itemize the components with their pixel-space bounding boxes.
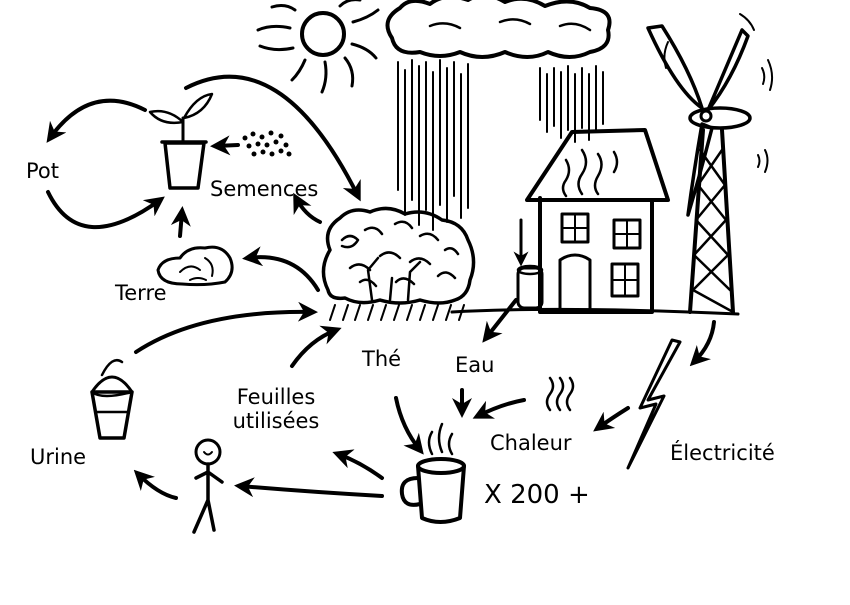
arrow-feuilles-to-bush <box>290 325 342 368</box>
label-pot: Pot <box>26 159 59 183</box>
arrow-pot-left <box>46 98 147 143</box>
label-eau: Eau <box>455 353 495 377</box>
arrow-house-to-eau <box>482 298 518 343</box>
arrow-bush-to-terre <box>242 246 320 292</box>
seeds-icon <box>242 130 292 157</box>
label-semences: Semences <box>210 177 319 201</box>
heat-waves-icon <box>545 376 575 412</box>
arrow-seeds-to-pot <box>210 135 240 156</box>
arrow-pot-right <box>46 190 165 230</box>
arrow-the-to-mug <box>394 396 424 455</box>
arrow-terre-to-pot <box>170 206 191 238</box>
arrow-pot-to-bush <box>184 74 361 202</box>
arrow-person-to-urine <box>133 469 178 500</box>
lightning-icon <box>626 338 682 470</box>
person-icon <box>192 438 224 534</box>
label-electricite: Électricité <box>670 441 775 465</box>
wind-turbine-icon <box>646 13 774 314</box>
arrow-mug-to-person <box>234 477 384 498</box>
cloud-icon <box>385 0 612 59</box>
label-feuilles-line2: utilisées <box>232 409 320 433</box>
plant-pot-icon <box>148 92 214 190</box>
arrow-urine-to-bush <box>134 301 318 354</box>
arrow-bush-to-semences <box>293 192 322 224</box>
label-urine: Urine <box>30 445 87 469</box>
label-the: Thé <box>362 347 402 371</box>
label-feuilles-line1: Feuilles <box>236 385 316 409</box>
house-icon <box>450 128 740 316</box>
arrow-electricity-to-heat <box>593 406 630 432</box>
mug-icon <box>399 422 466 524</box>
label-multiplier: X 200 + <box>484 480 590 510</box>
sun-icon <box>256 0 380 94</box>
rain-icon <box>397 59 604 231</box>
arrow-turbine-down <box>689 320 716 367</box>
arrow-heat-to-mug <box>472 398 526 419</box>
water-butt-icon <box>513 218 544 310</box>
soil-icon <box>156 245 234 287</box>
bucket-icon <box>90 358 134 440</box>
label-chaleur: Chaleur <box>490 431 572 455</box>
tea-bush-icon <box>321 206 476 321</box>
arrow-mug-to-feuilles <box>332 449 384 480</box>
label-terre: Terre <box>115 281 167 305</box>
